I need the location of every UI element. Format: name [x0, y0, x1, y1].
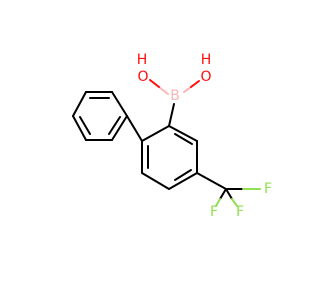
double-bond-inner: [174, 169, 192, 181]
bond: [141, 172, 170, 190]
bond-c-f-bl-c: [219, 188, 227, 200]
bond: [168, 172, 198, 190]
phenyl-ring: [72, 91, 128, 141]
fluorine-bottom-left: F: [210, 204, 218, 220]
double-bond-inner: [79, 116, 91, 135]
bond-b-o-right-o: [190, 80, 200, 88]
bond: [111, 115, 128, 141]
bond-b-o-left-b: [158, 86, 169, 95]
bond: [141, 125, 170, 142]
atom-labels: H O H O B F F F: [137, 52, 272, 220]
hydroxyl-h-right: H: [201, 52, 212, 68]
aryl-ring: [141, 125, 198, 190]
bond-b-o-right-b: [183, 86, 192, 93]
molecule-diagram: H O H O B F F F: [72, 52, 272, 220]
carbon-boron-bond: [168, 103, 175, 127]
bond: [72, 115, 87, 141]
bond: [111, 91, 128, 117]
biaryl-bond: [126, 115, 143, 142]
double-bond-inner: [108, 116, 121, 135]
bond-c-f-br-c: [225, 188, 233, 200]
bonds: [72, 91, 227, 190]
oxygen-right: O: [200, 69, 211, 85]
bond-c-f-bl-f: [215, 198, 221, 207]
oxygen-left: O: [137, 69, 148, 85]
hydroxyl-h-left: H: [137, 52, 148, 68]
boron-oxygen-bonds: [149, 79, 200, 95]
structure-canvas: H O H O B F F F: [72, 52, 273, 220]
bond: [72, 91, 87, 117]
bond-b-o-left-o: [149, 79, 160, 88]
fluorine-bottom-right: F: [236, 204, 244, 220]
carbon-fluorine-bonds: [215, 188, 261, 207]
bond-c-f-br-f: [231, 198, 238, 207]
boron-atom: B: [170, 88, 180, 104]
carbon-cf3-bond: [196, 172, 227, 190]
fluorine-right: F: [264, 181, 272, 197]
double-bond-inner: [174, 133, 193, 145]
bond: [168, 125, 198, 142]
